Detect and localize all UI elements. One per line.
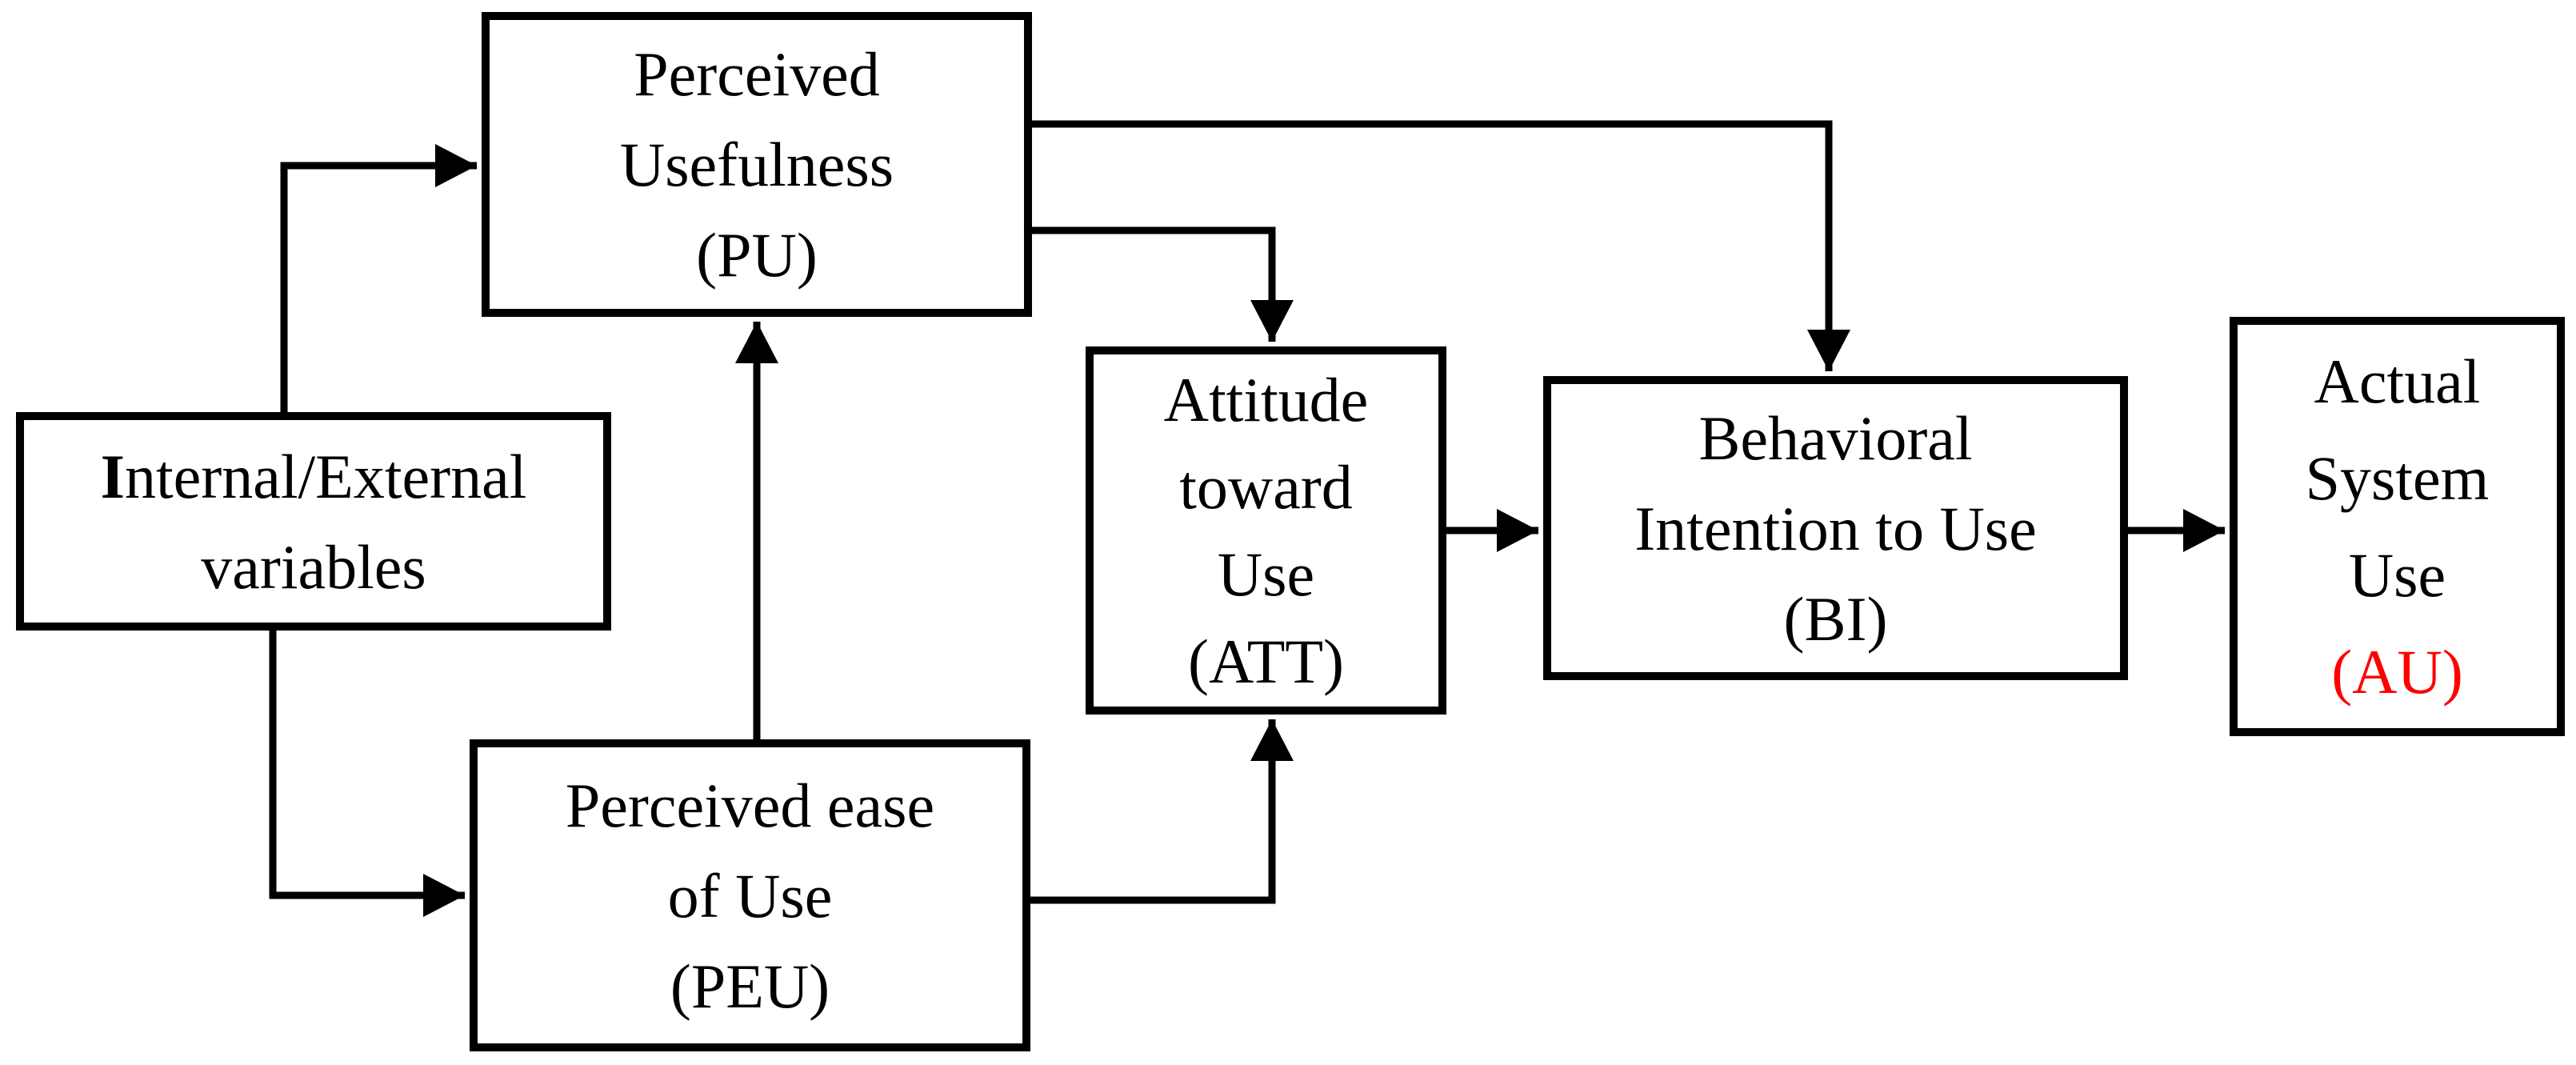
arrow-peu-to-att (1030, 719, 1294, 904)
arrow-pu-to-bi (1032, 120, 1850, 371)
box-label-line: (BI) (1783, 583, 1888, 654)
box-label-line: variables (201, 531, 426, 602)
box-label-line: Behavioral (1698, 402, 1973, 473)
box-internal-external-variables: Internal/External variables (16, 412, 611, 631)
arrow-variables-to-peu (269, 631, 465, 917)
box-label-line-au-code: (AU) (2331, 637, 2463, 707)
box-label-line: Actual (2314, 346, 2481, 416)
box-label-line: System (2305, 443, 2490, 513)
box-label-line: (ATT) (1188, 627, 1344, 696)
box-label-line: Use (1217, 539, 1315, 609)
box-label-line: Internal/External (100, 441, 527, 511)
arrow-variables-to-pu (280, 144, 477, 412)
box-label-line: Use (2348, 540, 2446, 610)
box-label-line: toward (1179, 452, 1353, 522)
box-behavioral-intention-to-use: Behavioral Intention to Use (BI) (1543, 376, 2128, 680)
box-perceived-ease-of-use: Perceived ease of Use (PEU) (470, 739, 1030, 1051)
box-label-line: (PEU) (670, 951, 830, 1021)
box-label-line: Attitude (1163, 365, 1369, 434)
box-perceived-usefulness: Perceived Usefulness (PU) (482, 12, 1032, 317)
box-label-line: of Use (667, 860, 833, 931)
box-attitude-toward-use: Attitude toward Use (ATT) (1086, 346, 1446, 715)
box-label-line: Usefulness (619, 130, 894, 199)
arrow-pu-to-att (1032, 226, 1294, 342)
box-label-line: (PU) (696, 220, 818, 290)
box-label-line: Perceived ease (565, 770, 935, 840)
box-label-line: Intention to Use (1634, 493, 2037, 563)
box-actual-system-use: Actual System Use (AU) (2230, 317, 2565, 736)
box-label-line: Perceived (634, 39, 880, 109)
